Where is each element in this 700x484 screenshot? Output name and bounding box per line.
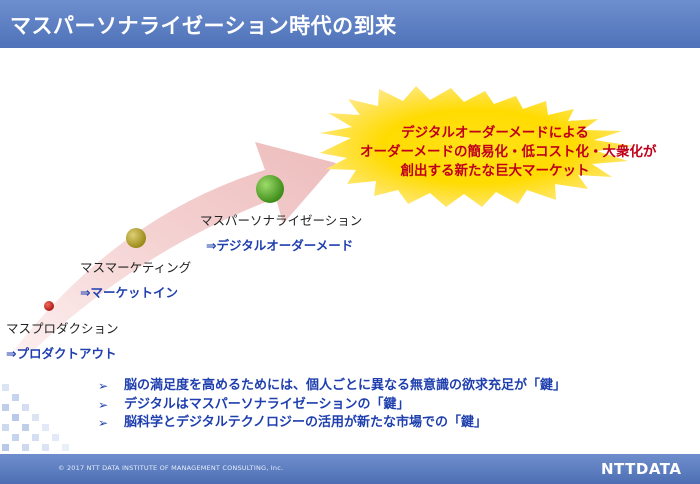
stage-dot-mass-marketing	[126, 228, 146, 248]
key-points-list: ➢ 脳の満足度を高めるためには、個人ごとに異なる無意識の欲求充足が「鍵」 ➢ デ…	[98, 377, 566, 433]
growth-arrow	[14, 142, 336, 350]
stage-sub-mass-marketing: ⇒マーケットイン	[80, 285, 178, 300]
list-item: ➢ デジタルはマスパーソナライゼーションの「鍵」	[98, 396, 566, 415]
burst-line: 創出する新たな巨大マーケット	[400, 163, 590, 179]
stage-sub-mass-production: ⇒プロダクトアウト	[6, 346, 117, 361]
stage-label-mass-personalization: マスパーソナライゼーション	[200, 213, 363, 228]
header-bar: マスパーソナライゼーション時代の到来	[0, 0, 700, 48]
arrow-bullet-icon: ➢	[98, 397, 109, 412]
list-item-text: デジタルはマスパーソナライゼーションの「鍵」	[124, 396, 410, 412]
footer-bar: © 2017 NTT DATA INSTITUTE OF MANAGEMENT …	[0, 454, 700, 484]
list-item-text: 脳の満足度を高めるためには、個人ごとに異なる無意識の欲求充足が「鍵」	[124, 378, 567, 393]
stage-label-mass-production: マスプロダクション	[6, 321, 119, 336]
starburst	[320, 86, 634, 207]
decorative-squares	[0, 380, 72, 454]
stage-sub-mass-personalization: ⇒デジタルオーダーメード	[206, 238, 354, 253]
stage-dot-mass-personalization	[256, 175, 284, 203]
slide-title: マスパーソナライゼーション時代の到来	[10, 14, 397, 38]
copyright-text: © 2017 NTT DATA INSTITUTE OF MANAGEMENT …	[58, 464, 284, 472]
stage-label-mass-marketing: マスマーケティング	[80, 260, 192, 275]
arrow-bullet-icon: ➢	[98, 416, 109, 430]
list-item: ➢ 脳の満足度を高めるためには、個人ごとに異なる無意識の欲求充足が「鍵」	[98, 377, 566, 396]
burst-line: デジタルオーダーメードによる	[401, 125, 589, 141]
arrow-bullet-icon: ➢	[98, 379, 109, 393]
burst-caption: デジタルオーダーメードによる オーダーメードの簡易化・低コスト化・大衆化が 創出…	[360, 124, 657, 181]
company-logo: NTTDATA	[601, 460, 682, 478]
stage-dot-mass-production	[44, 301, 54, 311]
burst-line: オーダーメードの簡易化・低コスト化・大衆化が	[360, 144, 657, 160]
list-item-text: 脳科学とデジタルテクノロジーの活用が新たな市場での「鍵」	[124, 415, 487, 430]
list-item: ➢ 脳科学とデジタルテクノロジーの活用が新たな市場での「鍵」	[98, 414, 566, 433]
